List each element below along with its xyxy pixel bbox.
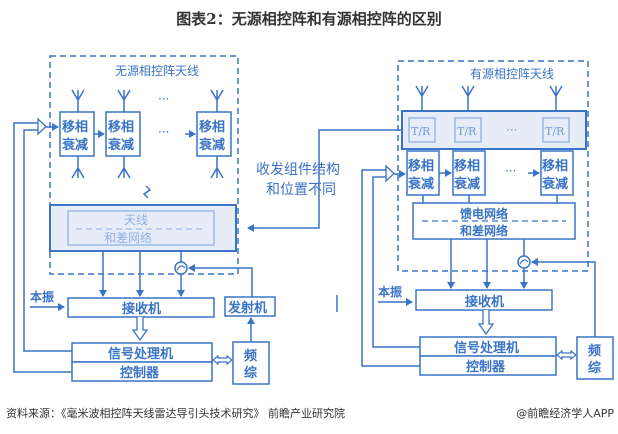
svg-text:接收机: 接收机 bbox=[122, 301, 161, 317]
middle-note-line-2: 和位置不同 bbox=[266, 182, 336, 198]
active-array: 有源相控阵天线 T/R T/R ··· T/R 移相 衰减 移相 衰减 bbox=[361, 60, 614, 380]
svg-text:衰减: 衰减 bbox=[107, 137, 134, 153]
svg-text:天线: 天线 bbox=[124, 213, 148, 227]
svg-text:T/R: T/R bbox=[545, 125, 565, 138]
active-receiver-box: 接收机 bbox=[415, 289, 553, 311]
svg-text:衰减: 衰减 bbox=[541, 176, 568, 192]
phase-shifter-n: 移相 衰减 bbox=[540, 150, 574, 196]
link-zigzag bbox=[142, 185, 152, 199]
svg-text:移相: 移相 bbox=[199, 119, 225, 135]
svg-text:综: 综 bbox=[588, 360, 601, 376]
tr-module-strip: T/R T/R ··· T/R bbox=[401, 110, 587, 150]
svg-text:移相: 移相 bbox=[542, 158, 568, 174]
svg-text:移相: 移相 bbox=[454, 158, 480, 174]
svg-text:综: 综 bbox=[244, 365, 257, 381]
passive-controller-box: 控制器 bbox=[71, 361, 213, 382]
svg-text:控制器: 控制器 bbox=[466, 359, 506, 375]
passive-network-box: 天线 和差网络 bbox=[49, 204, 237, 252]
svg-text:和差网络: 和差网络 bbox=[104, 230, 152, 245]
svg-text:衰减: 衰减 bbox=[407, 176, 434, 192]
svg-text:···: ··· bbox=[506, 123, 517, 137]
svg-text:频: 频 bbox=[588, 343, 601, 359]
phase-shifter-n: 移相 衰减 bbox=[196, 111, 232, 157]
app-credit: @前瞻经济学人APP bbox=[516, 407, 614, 420]
middle-note-line-1: 收发组件结构 bbox=[256, 162, 340, 178]
svg-text:衰减: 衰减 bbox=[61, 137, 88, 153]
ellipsis-top: ··· bbox=[158, 92, 169, 106]
svg-text:移相: 移相 bbox=[62, 119, 88, 135]
passive-antenna-boundary bbox=[49, 55, 239, 275]
active-signal-processor-box: 信号处理机 bbox=[419, 336, 557, 357]
middle-annotation: 收发组件结构 和位置不同 bbox=[247, 129, 402, 312]
phase-shifter-1: 移相 衰减 bbox=[59, 111, 95, 157]
source-note: 资料来源：《毫米波相控阵天线雷达导引头技术研究》 前瞻产业研究院 bbox=[6, 407, 345, 420]
svg-text:信号处理机: 信号处理机 bbox=[454, 340, 519, 356]
passive-transmitter-box: 发射机 bbox=[224, 296, 276, 317]
phase-shifter-2: 移相 衰减 bbox=[452, 150, 486, 196]
antenna-icon bbox=[71, 89, 224, 112]
svg-text:发射机: 发射机 bbox=[227, 300, 267, 316]
svg-text:移相: 移相 bbox=[408, 158, 434, 174]
svg-text:频: 频 bbox=[244, 348, 257, 364]
svg-text:移相: 移相 bbox=[108, 119, 134, 135]
svg-text:T/R: T/R bbox=[411, 125, 431, 138]
passive-local-osc-label: 本振 bbox=[30, 289, 54, 304]
svg-text:接收机: 接收机 bbox=[465, 294, 504, 310]
passive-receiver-box: 接收机 bbox=[67, 297, 215, 318]
passive-signal-processor-box: 信号处理机 bbox=[71, 342, 213, 363]
passive-array-label: 无源相控阵天线 bbox=[115, 64, 199, 78]
passive-array: 无源相控阵天线 ··· 移相 衰减 移相 衰减 ··· 移相 衰减 bbox=[13, 55, 276, 385]
active-antenna-boundary bbox=[397, 60, 589, 272]
active-local-osc-label: 本振 bbox=[378, 284, 402, 299]
figure-title: 图表2：无源相控阵和有源相控阵的区别 bbox=[176, 10, 442, 28]
ellipsis-mid: ··· bbox=[158, 125, 169, 139]
antenna-icon bbox=[415, 85, 563, 111]
antenna-icon bbox=[71, 156, 224, 179]
svg-text:馈电网络: 馈电网络 bbox=[460, 206, 508, 221]
svg-text:衰减: 衰减 bbox=[198, 137, 225, 153]
circulator-icon bbox=[174, 261, 188, 275]
active-controller-box: 控制器 bbox=[419, 355, 557, 376]
circulator-icon bbox=[517, 255, 531, 269]
active-array-label: 有源相控阵天线 bbox=[470, 67, 554, 81]
svg-text:T/R: T/R bbox=[457, 125, 477, 138]
phase-shifter-1: 移相 衰减 bbox=[406, 150, 440, 196]
svg-text:信号处理机: 信号处理机 bbox=[108, 346, 173, 362]
passive-freq-synth-box: 频 综 bbox=[232, 341, 270, 385]
phase-shifter-2: 移相 衰减 bbox=[105, 111, 141, 157]
svg-text:控制器: 控制器 bbox=[120, 365, 160, 381]
active-network-box: 馈电网络 和差网络 bbox=[412, 202, 576, 240]
svg-text:和差网络: 和差网络 bbox=[459, 223, 508, 238]
ellipsis-mid: ··· bbox=[505, 164, 516, 178]
svg-text:衰减: 衰减 bbox=[453, 176, 480, 192]
active-freq-synth-box: 频 综 bbox=[576, 336, 614, 380]
